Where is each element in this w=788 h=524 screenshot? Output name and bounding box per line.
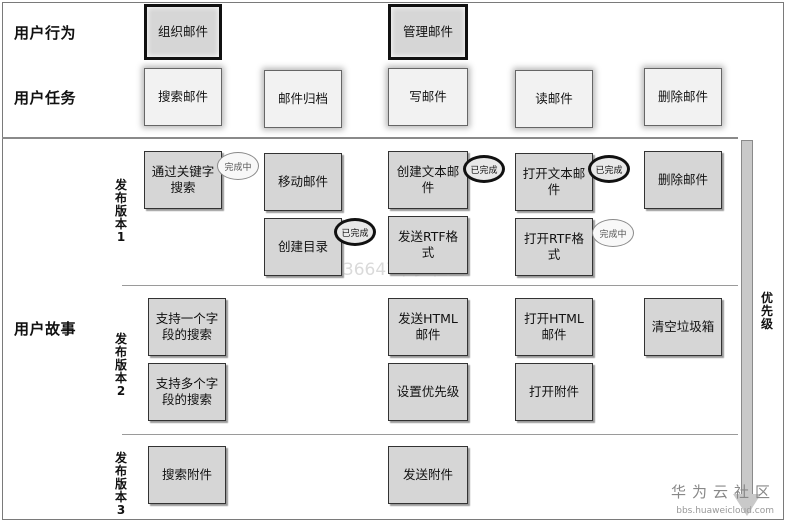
- story-move-mail: 移动邮件: [264, 153, 342, 211]
- story-set-priority: 设置优先级: [388, 363, 468, 421]
- activity-organize-mail: 组织邮件: [144, 4, 222, 60]
- label-user-tasks: 用户任务: [14, 89, 77, 107]
- status-badge-open-rtf: 完成中: [592, 219, 634, 247]
- label-release-2: 发布版本2: [114, 332, 127, 398]
- task-delete-mail: 删除邮件: [644, 68, 722, 126]
- task-write-mail: 写邮件: [388, 68, 468, 126]
- priority-arrow: [741, 140, 753, 495]
- story-open-text-mail: 打开文本邮件: [515, 153, 593, 211]
- story-multi-field-search: 支持多个字段的搜索: [148, 363, 226, 421]
- priority-arrow-head: [733, 494, 761, 516]
- site-url: bbs.huaweicloud.com: [676, 506, 774, 516]
- story-create-folder: 创建目录: [264, 218, 342, 276]
- story-send-rtf: 发送RTF格式: [388, 216, 468, 274]
- story-send-attachment: 发送附件: [388, 446, 468, 504]
- label-user-activities: 用户行为: [14, 24, 77, 42]
- divider-release-1-2: [122, 285, 738, 286]
- story-delete-mail: 删除邮件: [644, 151, 722, 209]
- task-read-mail: 读邮件: [515, 70, 593, 128]
- label-user-stories: 用户故事: [14, 320, 77, 338]
- story-create-text-mail: 创建文本邮件: [388, 151, 468, 209]
- story-search-attachment: 搜索附件: [148, 446, 226, 504]
- divider-release-2-3: [122, 434, 738, 435]
- task-archive-mail: 邮件归档: [264, 70, 342, 128]
- priority-label: 优先级: [760, 291, 773, 331]
- status-badge-keyword-search: 完成中: [217, 152, 259, 180]
- divider-tasks-stories: [2, 137, 738, 139]
- status-badge-create-folder: 已完成: [334, 218, 376, 246]
- story-single-field-search: 支持一个字段的搜索: [148, 298, 226, 356]
- story-open-attachment: 打开附件: [515, 363, 593, 421]
- story-empty-trash: 清空垃圾箱: [644, 298, 722, 356]
- label-release-1: 发布版本1: [114, 178, 127, 244]
- story-open-html-mail: 打开HTML邮件: [515, 298, 593, 356]
- activity-manage-mail: 管理邮件: [388, 4, 468, 60]
- story-keyword-search: 通过关键字搜索: [144, 151, 222, 209]
- status-badge-open-text-mail: 已完成: [588, 155, 630, 183]
- site-logo: 华为云社区: [670, 483, 776, 501]
- label-release-3: 发布版本3: [114, 451, 127, 517]
- task-search-mail: 搜索邮件: [144, 68, 222, 126]
- story-send-html-mail: 发送HTML邮件: [388, 298, 468, 356]
- status-badge-create-text-mail: 已完成: [463, 155, 505, 183]
- story-open-rtf: 打开RTF格式: [515, 218, 593, 276]
